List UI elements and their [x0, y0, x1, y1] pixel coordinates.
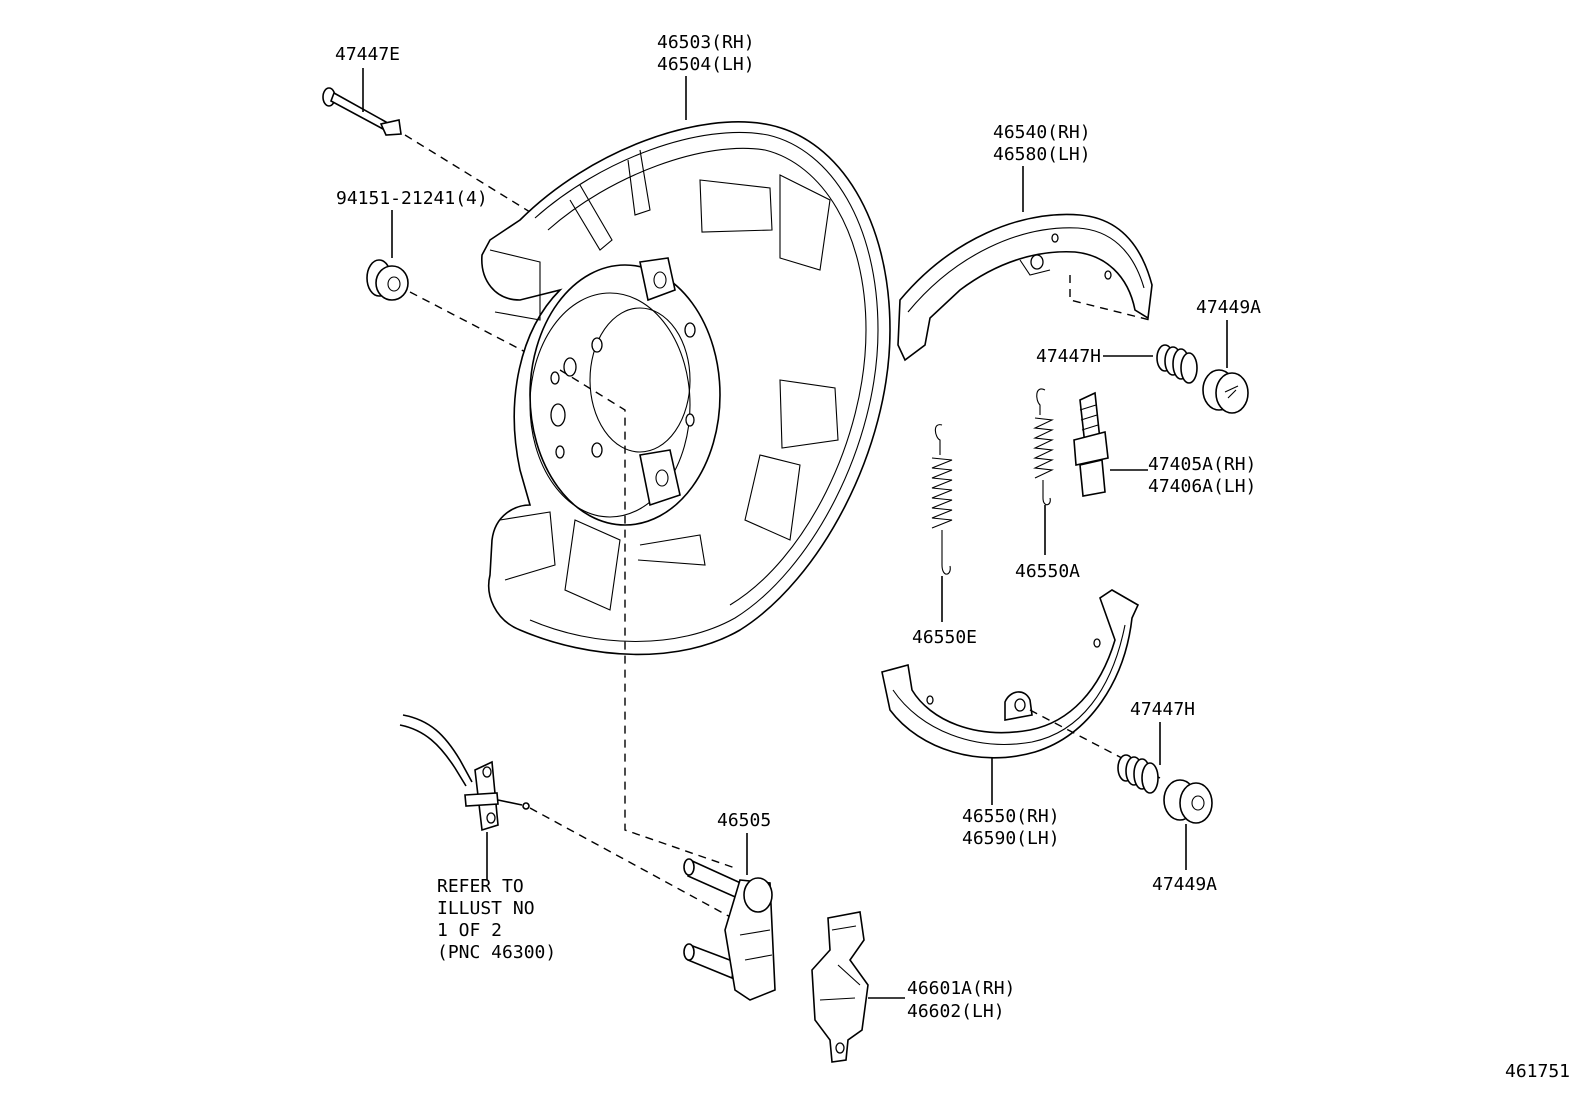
- spring-46550e: [931, 424, 953, 575]
- plate-hole-6: [591, 442, 603, 458]
- backing-plate-46503: [481, 121, 891, 656]
- plate-hole-2: [563, 357, 577, 377]
- label-spring-upper: 47447H: [1036, 346, 1101, 367]
- dash-shoe-lower: [1029, 709, 1161, 779]
- label-shoe-lower-rh: 46550(RH): [962, 806, 1060, 827]
- spring-47447h-upper: [1156, 344, 1198, 384]
- cap-47449a-lower: [1163, 779, 1213, 824]
- label-strut-lh: 46602(LH): [907, 1001, 1005, 1022]
- spring-46550a: [1033, 388, 1054, 506]
- label-bolt: 47447E: [335, 44, 400, 65]
- dash-bolt: [404, 134, 531, 213]
- dash-plate-to-lever: [559, 369, 736, 869]
- label-shoe-lower-lh: 46590(LH): [962, 828, 1060, 849]
- diagram-id: 461751: [1505, 1061, 1570, 1082]
- cap-47449a-upper: [1202, 369, 1249, 414]
- plate-hole-1: [550, 403, 566, 427]
- lever-46505: [683, 858, 776, 1001]
- brake-shoe-upper: [897, 213, 1153, 362]
- label-plate-rh: 46503(RH): [657, 32, 755, 53]
- grommet-94151: [366, 259, 409, 301]
- label-lever: 46505: [717, 810, 771, 831]
- adjuster-47405a: [1073, 391, 1109, 497]
- dash-cable: [529, 807, 746, 926]
- brake-shoe-lower: [881, 589, 1140, 759]
- note-line-1: REFER TO: [437, 876, 524, 897]
- parking-brake-cable: [399, 714, 530, 832]
- strut-46601a: [811, 911, 869, 1063]
- plate-hole-3: [591, 337, 603, 353]
- label-plate-lh: 46504(LH): [657, 54, 755, 75]
- note-line-2: ILLUST NO: [437, 898, 535, 919]
- label-cap-lower: 47449A: [1152, 874, 1217, 895]
- label-grommet: 94151-21241(4): [336, 188, 488, 209]
- plate-hole-7: [684, 322, 696, 338]
- label-cap-upper: 47449A: [1196, 297, 1261, 318]
- note-line-4: (PNC 46300): [437, 942, 556, 963]
- label-adjuster-lh: 47406A(LH): [1148, 476, 1256, 497]
- note-line-3: 1 OF 2: [437, 920, 502, 941]
- spring-47447h-lower: [1117, 754, 1159, 794]
- label-strut-rh: 46601A(RH): [907, 978, 1015, 999]
- label-spring-a: 46550A: [1015, 561, 1080, 582]
- plate-hole-5: [555, 445, 565, 459]
- bolt-47447e: [322, 87, 402, 136]
- label-adjuster-rh: 47405A(RH): [1148, 454, 1256, 475]
- label-spring-lower: 47447H: [1130, 699, 1195, 720]
- label-shoe-upper-lh: 46580(LH): [993, 144, 1091, 165]
- plate-hole-4: [550, 371, 560, 385]
- label-spring-e: 46550E: [912, 627, 977, 648]
- label-shoe-upper-rh: 46540(RH): [993, 122, 1091, 143]
- plate-hole-8: [685, 413, 695, 427]
